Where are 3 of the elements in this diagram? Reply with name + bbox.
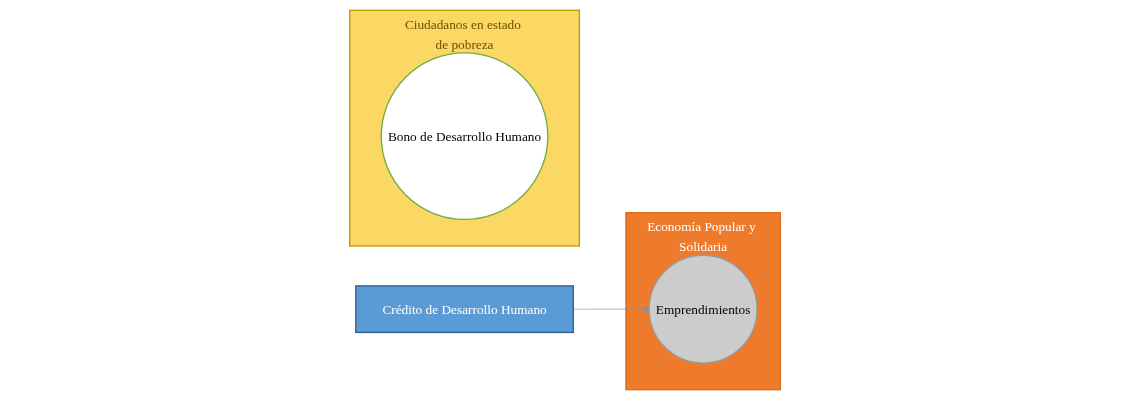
- node-circle: Emprendimientos: [648, 254, 758, 364]
- node-box: Crédito de Desarrollo Humano: [355, 285, 574, 334]
- node-circle: Bono de Desarrollo Humano: [380, 52, 549, 221]
